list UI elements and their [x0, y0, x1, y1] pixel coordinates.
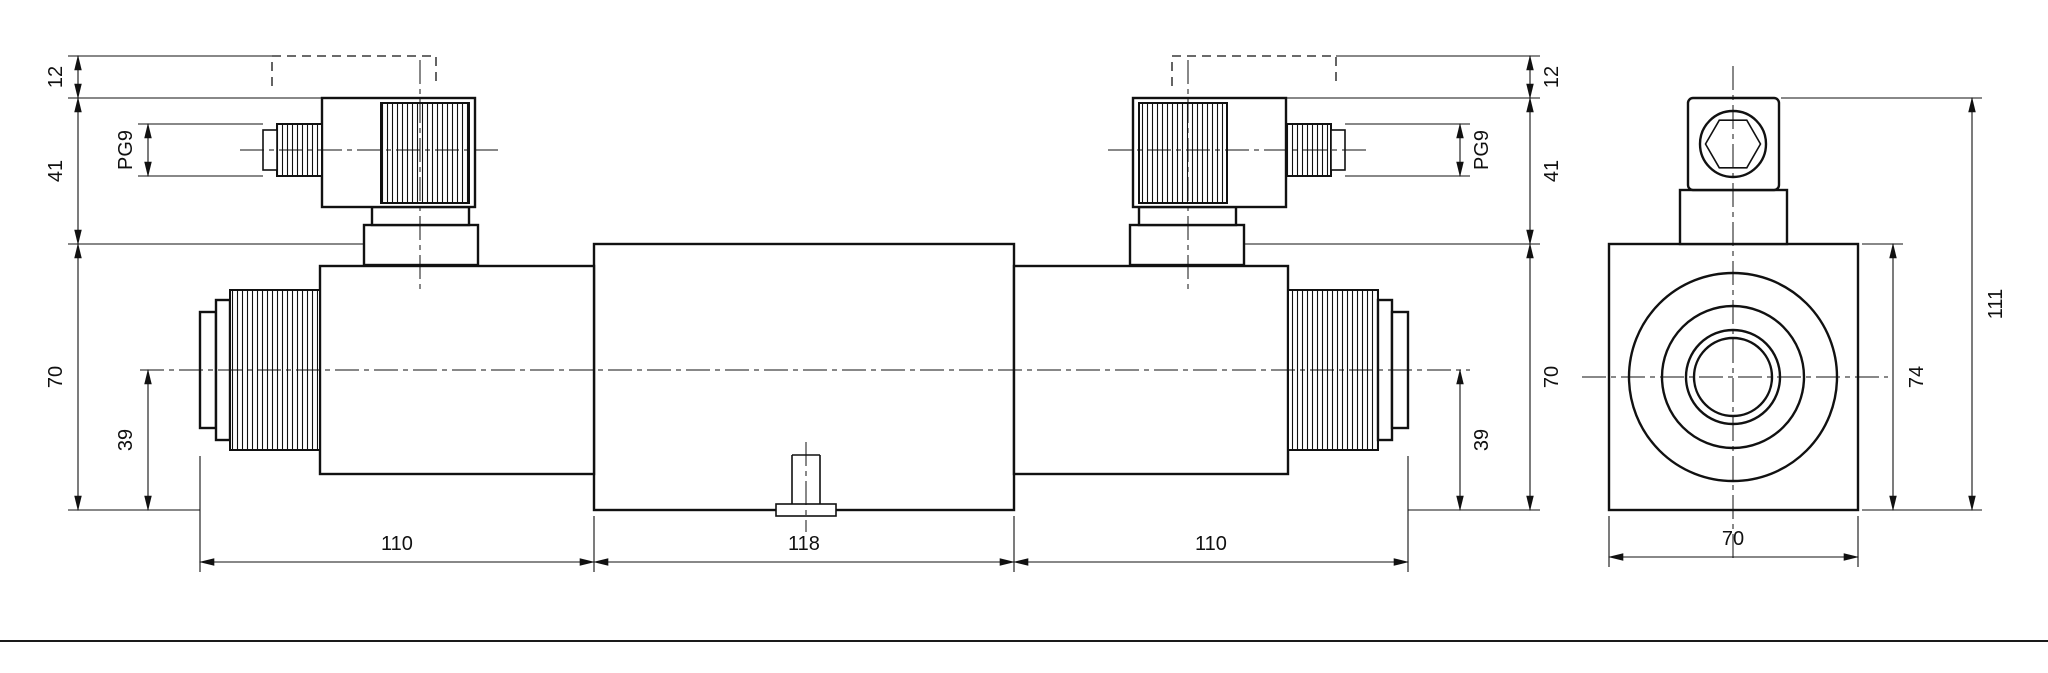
dim-label-41-left: 41 — [45, 160, 67, 182]
connector-right — [1128, 55, 1346, 267]
dim-label-70-left: 70 — [45, 366, 67, 388]
dim-label-pg9-right: PG9 — [1471, 130, 1493, 170]
dim-label-70-right: 70 — [1541, 366, 1563, 388]
alt-position-dashed-right — [1171, 55, 1337, 86]
dimension-labels: 12 41 70 39 PG9 12 41 70 39 PG9 110 118 … — [45, 66, 2007, 555]
dim-label-118: 118 — [788, 533, 820, 555]
front-view — [198, 55, 1410, 517]
connector-ribs-left — [380, 102, 470, 204]
dim-label-110-right: 110 — [1195, 533, 1227, 555]
dim-label-110-left: 110 — [381, 533, 413, 555]
dim-label-111: 111 — [1985, 289, 2007, 319]
coil-top-left — [362, 223, 480, 267]
dim-label-39-right: 39 — [1471, 429, 1493, 451]
dim-label-12-right: 12 — [1541, 66, 1563, 88]
extension-lines — [68, 55, 1982, 572]
dim-label-41-right: 41 — [1541, 160, 1563, 182]
connector-left — [262, 55, 480, 267]
dimension-lines — [74, 54, 1976, 566]
centerlines — [140, 60, 1888, 560]
valve-body — [592, 242, 1016, 512]
dim-label-70-end: 70 — [1722, 528, 1744, 550]
dim-label-12-left: 12 — [45, 66, 67, 88]
coil-top-right — [1128, 223, 1246, 267]
connector-ribs-right — [1138, 102, 1228, 204]
dim-label-pg9-left: PG9 — [115, 130, 137, 170]
alt-position-dashed-left — [271, 55, 437, 86]
dim-label-39-left: 39 — [115, 429, 137, 451]
dim-label-74: 74 — [1906, 366, 1928, 388]
